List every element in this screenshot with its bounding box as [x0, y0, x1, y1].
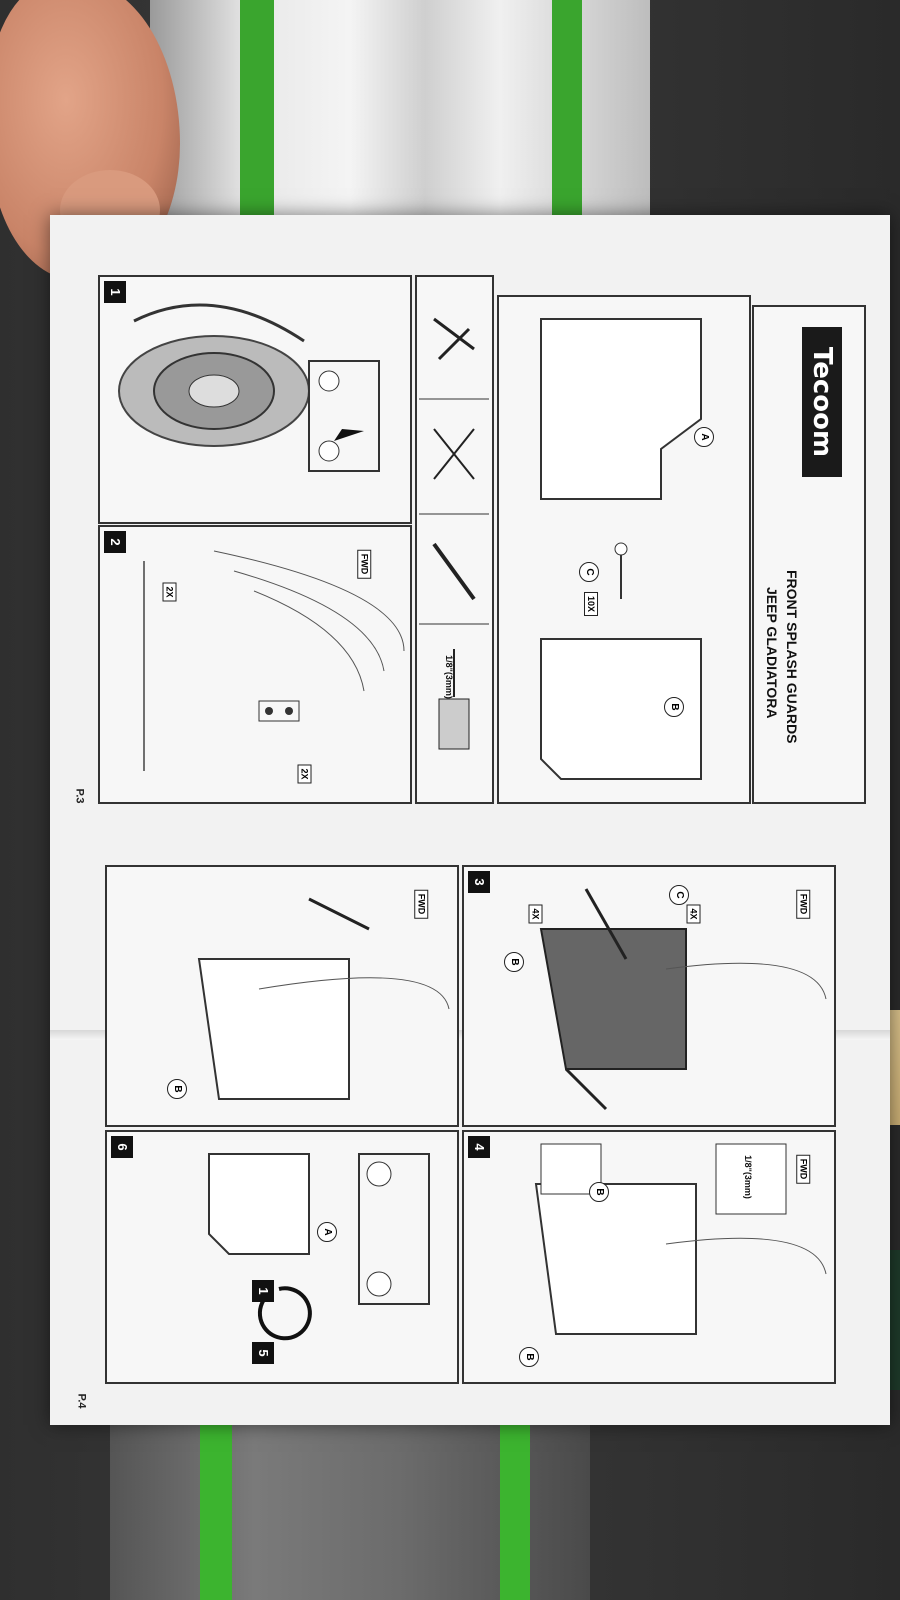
part-b-marker: B — [167, 1079, 187, 1099]
parts-panel: A C 10X B — [497, 295, 751, 804]
step-6-panel: 6 A 1 5 — [105, 1130, 459, 1384]
part-c-marker: C — [669, 885, 689, 905]
completed-vehicle-illustration — [208, 1153, 430, 1341]
part-a-marker: A — [317, 1222, 337, 1242]
brand-logo: Tecoom — [802, 327, 842, 477]
drill-bit-size: 1/8"(3mm) — [742, 1155, 753, 1199]
wheel-illustration — [118, 303, 380, 472]
rivet-quantity: 10X — [584, 591, 599, 617]
page-number-right: P.4 — [75, 1393, 88, 1409]
step-5-panel: FWD B — [105, 865, 459, 1127]
green-rail-strip — [200, 1400, 232, 1600]
green-rail-strip — [552, 0, 582, 250]
step-1-panel: 1 — [98, 275, 412, 524]
tools-illustration — [419, 317, 489, 750]
product-subtitle: JEEP GLADIATORA — [764, 587, 780, 719]
sequence-end: 5 — [252, 1342, 274, 1364]
tools-panel: 1/8"(3mm) — [415, 275, 494, 804]
step-3-panel: 3 FWD 4X 4X B C — [462, 865, 836, 1127]
guard-install-illustration — [197, 897, 450, 1100]
product-title: FRONT SPLASH GUARDS — [784, 570, 800, 744]
part-c-marker: C — [579, 562, 599, 582]
drilling-illustration — [534, 1143, 827, 1335]
page-number-left: P.3 — [73, 788, 86, 804]
riveting-illustration — [539, 888, 827, 1111]
sequence-start: 1 — [252, 1280, 274, 1302]
fender-illustration — [143, 550, 405, 771]
drill-bit-size: 1/8"(3mm) — [443, 655, 454, 699]
part-b-marker: B — [664, 697, 684, 717]
part-b-marker: B — [504, 952, 524, 972]
part-a-marker: A — [694, 427, 714, 447]
part-b-marker: B — [589, 1182, 609, 1202]
splash-guards-illustration — [540, 318, 702, 780]
title-panel — [752, 305, 866, 804]
instruction-sheet: 1 2 FWD 2X 2X — [50, 215, 890, 1425]
step-2-panel: 2 FWD 2X 2X — [98, 525, 412, 804]
green-rail-strip — [240, 0, 274, 250]
part-b-marker: B — [519, 1347, 539, 1367]
step-4-panel: 4 FWD B B 1/8"(3mm) — [462, 1130, 836, 1384]
